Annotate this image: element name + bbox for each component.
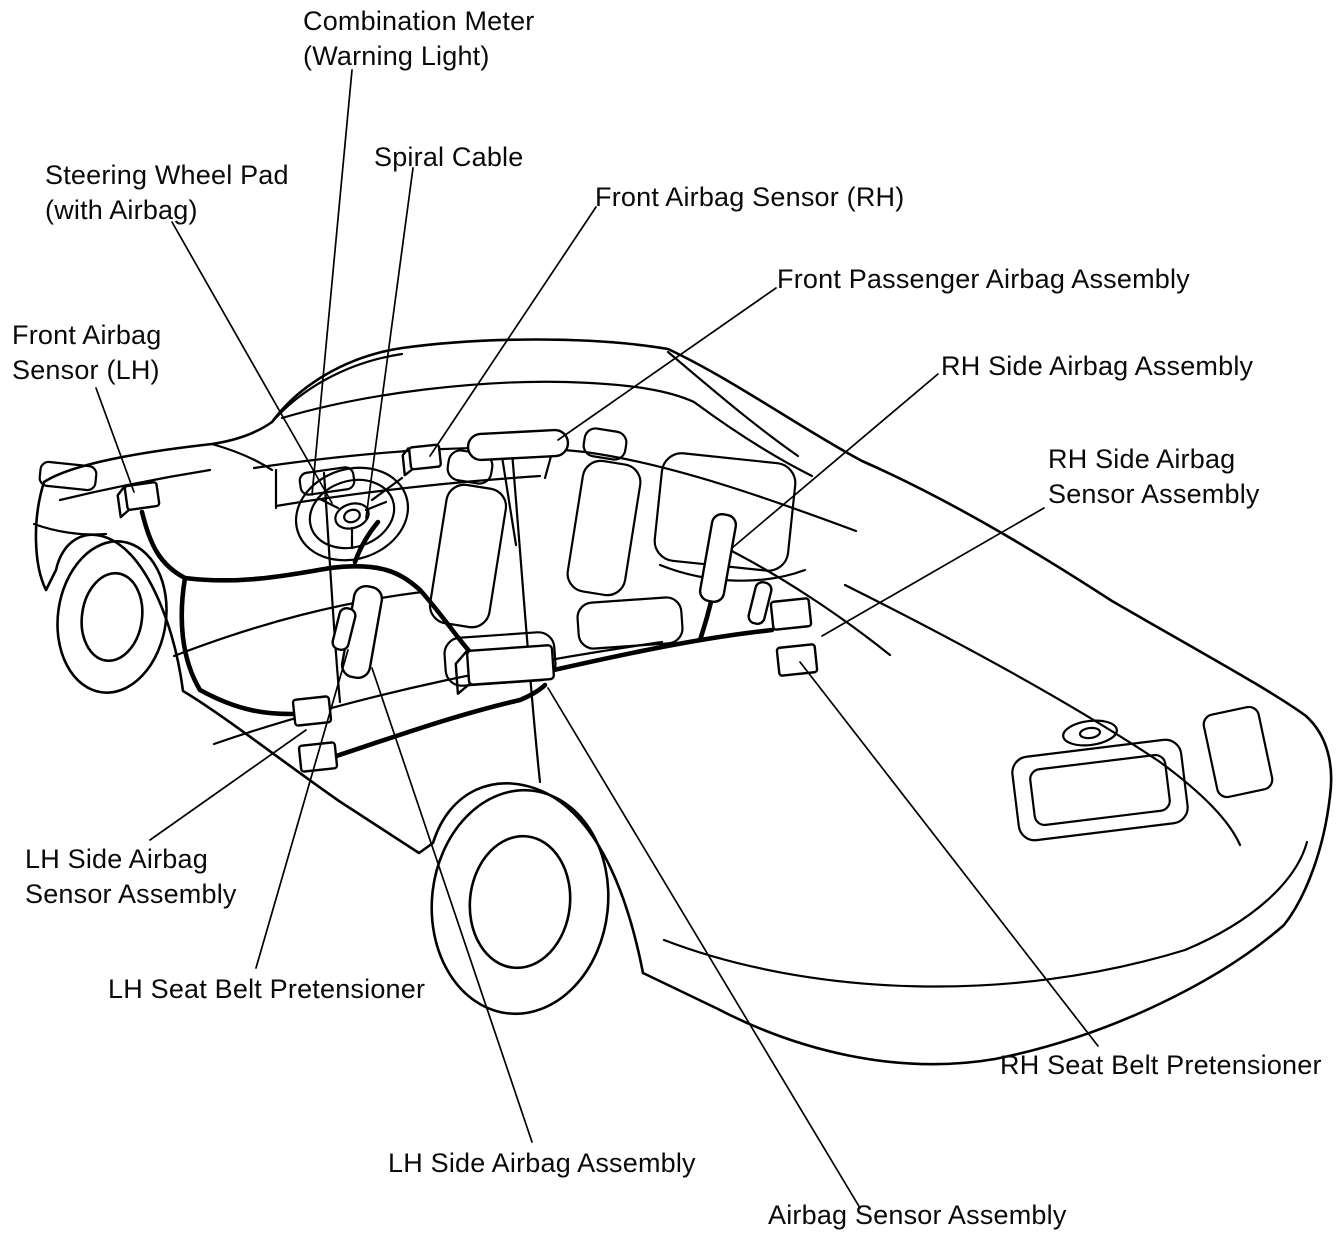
headlight [38,460,98,492]
front-wheel [56,540,168,694]
leader-spiral-cable [365,167,414,519]
label-front-airbag-sensor-lh: Front Airbag Sensor (LH) [12,320,162,386]
lh-seat-belt-pretensioner-part [331,606,357,652]
trunk-emblem [1062,719,1118,747]
leader-rh-seat-belt-pretensioner [799,661,1099,1047]
label-combination-meter: Combination Meter (Warning Light) [303,6,535,72]
label-lh-seat-belt-pretensioner: LH Seat Belt Pretensioner [108,974,426,1004]
label-front-airbag-sensor-rh: Front Airbag Sensor (RH) [595,182,905,212]
label-lh-side-airbag-assembly: LH Side Airbag Assembly [388,1148,696,1178]
trunk-lid-line [843,583,1242,847]
package-shelf-line [718,543,892,657]
airbag-sensor-assembly-part [454,644,556,695]
label-front-passenger-airbag-assembly: Front Passenger Airbag Assembly [777,264,1190,294]
label-rh-side-airbag-sensor-assembly: RH Side Airbag Sensor Assembly [1048,444,1260,510]
license-plate-recess-inner [1029,753,1171,827]
cowl-line [210,442,274,472]
steering-column [370,476,404,502]
airbag-wiring-harness [139,509,775,765]
front-door-cut [322,471,342,704]
leader-front-passenger-airbag [557,287,777,441]
leader-lh-side-airbag-sensor [149,729,307,841]
trunk-keyhole [1078,726,1102,740]
rear-door-cut [510,450,542,784]
leader-airbag-sensor-assembly [547,687,861,1209]
windshield-edge [270,352,404,424]
leader-front-airbag-sensor-lh [95,387,135,493]
label-rh-side-airbag-assembly: RH Side Airbag Assembly [941,351,1254,381]
steering-wheel-pad-part [334,502,370,530]
floor-edge-line [172,590,424,658]
tail-light [1202,705,1274,799]
spiral-cable-part [343,508,361,524]
rear-bumper-seam [662,840,1309,988]
combination-meter [298,466,356,496]
hood-crease [58,468,212,502]
front-bumper-line [32,522,108,536]
sill-line [212,640,664,746]
leader-front-airbag-sensor-rh [429,206,597,457]
leader-lh-seat-belt-pretensioner [255,649,349,969]
rear-window-edge [666,350,800,458]
label-rh-seat-belt-pretensioner: RH Seat Belt Pretensioner [1000,1050,1322,1080]
leader-rh-side-airbag-assembly [731,373,939,549]
passenger-seat [566,427,684,650]
leader-lh-side-airbag-assembly [371,667,533,1143]
label-airbag-sensor-assembly: Airbag Sensor Assembly [768,1200,1067,1230]
rear-wheel [430,788,610,1016]
leader-steering-wheel-pad [171,221,333,504]
car-body-outline [34,338,1333,1066]
roof-inner-line [280,380,696,420]
b-pillar [498,442,518,547]
leader-rh-side-airbag-sensor [821,507,1045,637]
label-lh-side-airbag-sensor-assembly: LH Side Airbag Sensor Assembly [25,844,237,910]
leader-combination-meter [311,69,353,496]
lh-side-airbag-sensor-part [291,695,339,773]
rh-seat-belt-pretensioner-part [747,580,773,626]
rh-side-airbag-part [698,512,738,604]
rear-window-inner [692,400,814,478]
dash-lower-line [274,474,542,508]
label-steering-wheel-pad: Steering Wheel Pad (with Airbag) [45,160,289,226]
front-passenger-airbag-part [466,428,570,462]
label-spiral-cable: Spiral Cable [374,142,524,172]
rh-side-airbag-sensor-part [769,597,819,677]
license-plate-recess [1011,738,1189,842]
front-airbag-sensor-lh-part [116,481,161,519]
